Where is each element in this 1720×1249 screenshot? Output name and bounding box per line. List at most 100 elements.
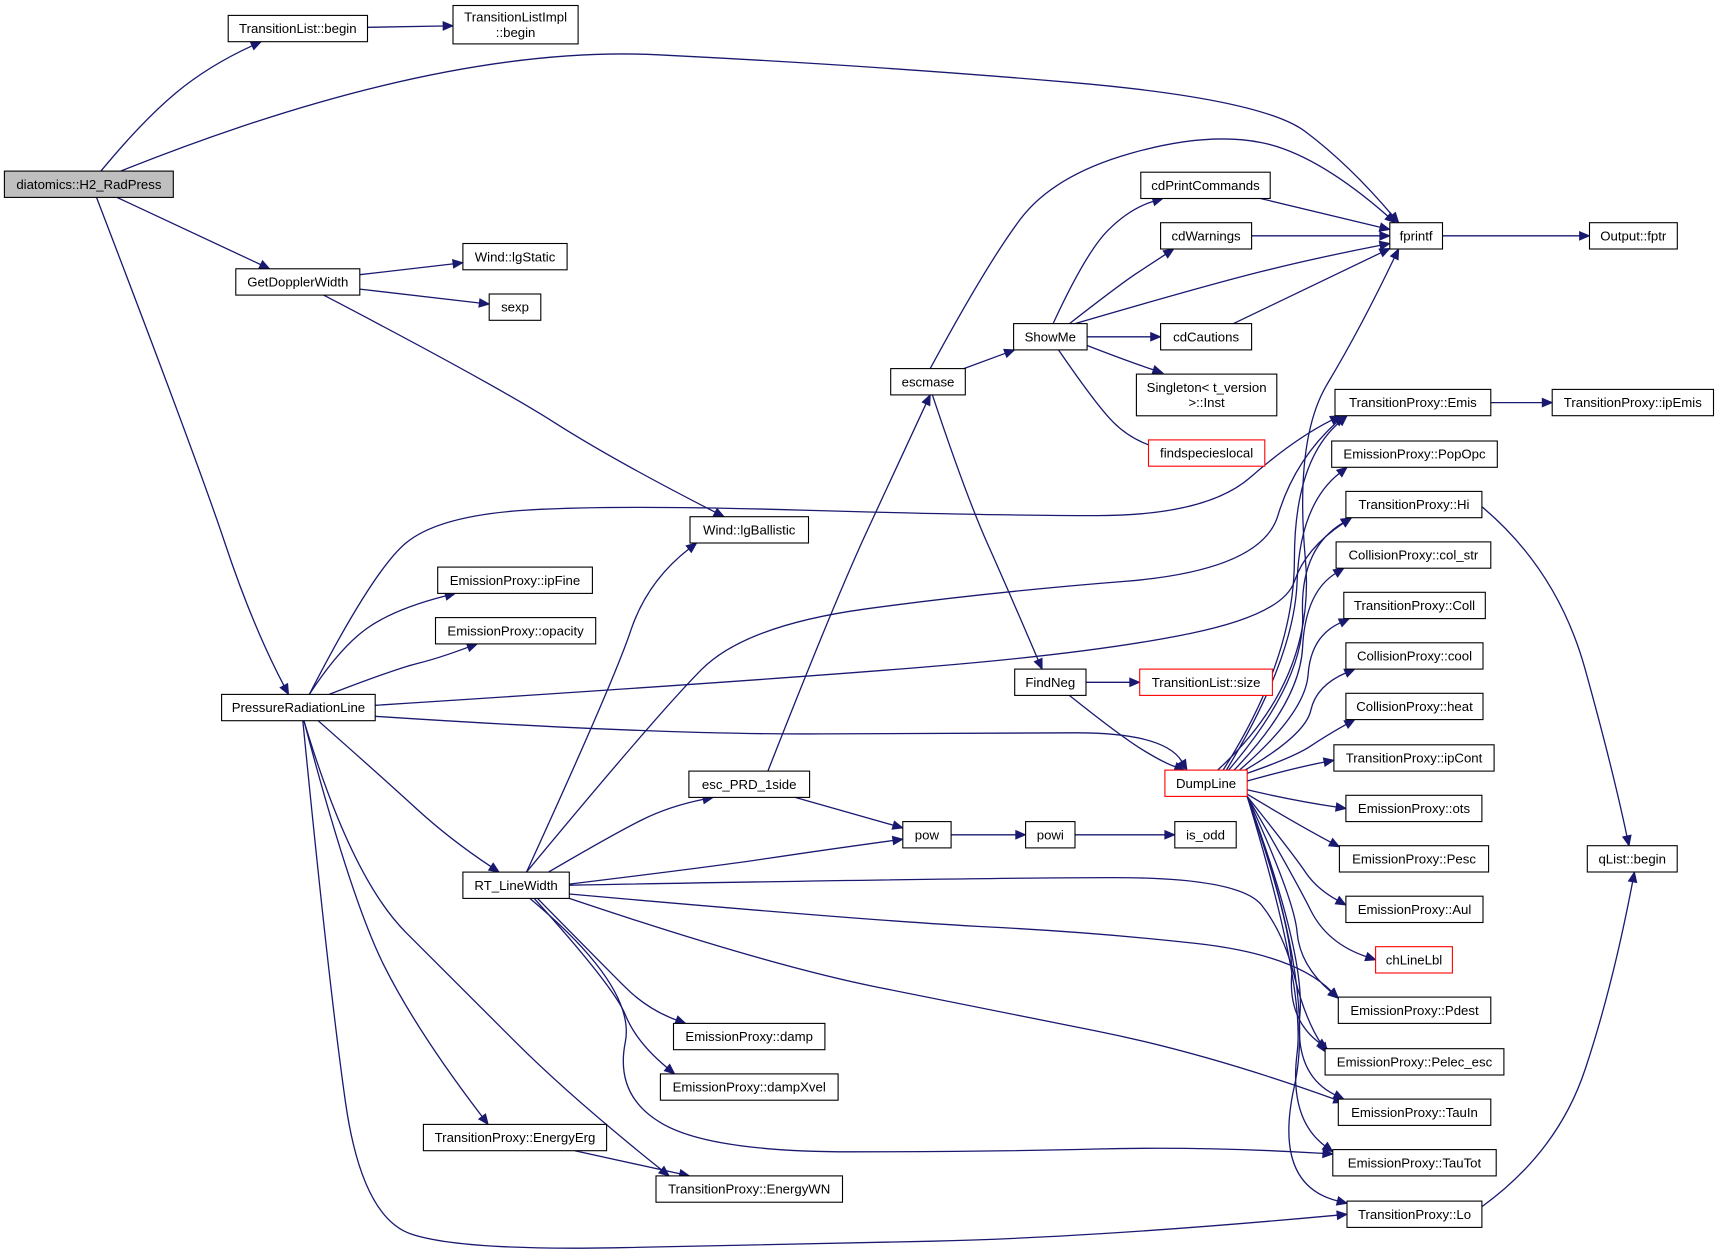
node-cdcaut[interactable]: cdCautions (1160, 323, 1253, 351)
node-damp[interactable]: EmissionProxy::damp (672, 1022, 826, 1051)
node-tlo[interactable]: TransitionProxy::Lo (1346, 1200, 1483, 1228)
node-prl[interactable]: PressureRadiationLine (221, 693, 376, 722)
node-temis[interactable]: TransitionProxy::Emis (1334, 388, 1492, 417)
node-box (1389, 222, 1444, 250)
node-dumpline[interactable]: DumpLine (1164, 769, 1248, 797)
node-label: Singleton< t_version (1147, 380, 1267, 395)
arrowhead-icon (891, 835, 905, 846)
node-lgstatic[interactable]: Wind::lgStatic (462, 242, 568, 271)
node-box (689, 516, 810, 544)
node-lgball[interactable]: Wind::lgBallistic (689, 516, 810, 544)
node-escprd[interactable]: esc_PRD_1side (688, 770, 811, 798)
node-label: RT_LineWidth (474, 878, 557, 893)
node-tauin[interactable]: EmissionProxy::TauIn (1337, 1098, 1492, 1126)
node-label: Wind::lgStatic (475, 249, 556, 264)
node-escmase[interactable]: escmase (890, 368, 966, 396)
edge-line (929, 138, 1389, 369)
node-showme[interactable]: ShowMe (1013, 323, 1088, 351)
edge-line (548, 798, 704, 873)
edge-line (100, 45, 253, 172)
node-box (437, 566, 593, 594)
node-box (227, 14, 369, 43)
node-pesc[interactable]: EmissionProxy::Pesc (1338, 845, 1490, 873)
node-tautot[interactable]: EmissionProxy::TauTot (1332, 1149, 1497, 1177)
node-tcoll[interactable]: TransitionProxy::Coll (1343, 591, 1486, 620)
edge-dumpline-to-ots (1247, 789, 1348, 812)
edge-line (1233, 252, 1382, 325)
node-findneg[interactable]: FindNeg (1014, 668, 1087, 696)
node-sexp[interactable]: sexp (488, 293, 542, 321)
node-chline[interactable]: chLineLbl (1375, 946, 1453, 974)
node-ots[interactable]: EmissionProxy::ots (1345, 794, 1483, 823)
node-label: chLineLbl (1386, 952, 1443, 967)
edge-dumpline-to-fprintf (1217, 247, 1400, 771)
node-tlibegin[interactable]: TransitionListImpl::begin (452, 4, 579, 45)
node-opacity[interactable]: EmissionProxy::opacity (434, 617, 597, 645)
edge-dumpline-to-tlo (1246, 796, 1349, 1206)
node-pdest[interactable]: EmissionProxy::Pdest (1337, 996, 1492, 1024)
node-box (655, 1175, 844, 1203)
arrowhead-icon (712, 507, 726, 518)
node-label: Wind::lgBallistic (703, 522, 796, 537)
node-thi[interactable]: TransitionProxy::Hi (1345, 490, 1483, 519)
node-aul[interactable]: EmissionProxy::Aul (1345, 895, 1484, 924)
node-cdwarn[interactable]: cdWarnings (1160, 222, 1253, 250)
node-fptr[interactable]: Output::fptr (1588, 222, 1678, 250)
node-ipfine[interactable]: EmissionProxy::ipFine (437, 566, 593, 594)
node-box (1160, 323, 1253, 351)
edge-line (359, 288, 480, 304)
arrowhead-icon (477, 1113, 489, 1126)
node-cheat[interactable]: CollisionProxy::heat (1345, 692, 1484, 721)
node-findsp[interactable]: findspecieslocal (1147, 439, 1266, 467)
node-tlsize[interactable]: TransitionList::size (1139, 668, 1273, 696)
edge-rtlw-to-tautot (529, 897, 1335, 1159)
node-fprintf[interactable]: fprintf (1389, 222, 1444, 250)
node-cdprint[interactable]: cdPrintCommands (1140, 171, 1271, 200)
node-popopc[interactable]: EmissionProxy::PopOpc (1331, 440, 1498, 468)
node-isodd[interactable]: is_odd (1174, 821, 1237, 849)
edge-getdop-to-lgball (323, 294, 726, 518)
node-powi[interactable]: powi (1025, 821, 1076, 849)
node-box (1331, 440, 1498, 468)
edge-dumpline-to-temis (1222, 414, 1348, 771)
node-label: CollisionProxy::heat (1356, 699, 1473, 714)
node-colstr[interactable]: CollisionProxy::col_str (1335, 541, 1492, 569)
node-label: cdWarnings (1172, 228, 1242, 243)
arrowhead-icon (1378, 247, 1391, 258)
node-getdop[interactable]: GetDopplerWidth (235, 268, 361, 296)
edge-temis-to-ipemis (1490, 397, 1554, 408)
node-box (1345, 642, 1484, 670)
node-tewn[interactable]: TransitionProxy::EnergyWN (655, 1175, 844, 1203)
node-tlbegin[interactable]: TransitionList::begin (227, 14, 369, 43)
edge-thi-to-qlist (1481, 506, 1632, 847)
edge-pow-to-powi (951, 829, 1027, 840)
node-pow[interactable]: pow (902, 821, 952, 849)
node-ipcont[interactable]: TransitionProxy::ipCont (1333, 744, 1495, 772)
node-layer: diatomics::H2_RadPress TransitionList::be… (3, 4, 1715, 1228)
node-dampx[interactable]: EmissionProxy::dampXvel (659, 1073, 839, 1101)
node-ccool[interactable]: CollisionProxy::cool (1345, 642, 1484, 670)
node-label: TransitionProxy::ipEmis (1564, 395, 1702, 410)
node-box (1337, 996, 1492, 1024)
node-box (462, 871, 570, 899)
node-label: ::begin (496, 25, 536, 40)
edge-rtlw-to-lgball (525, 542, 698, 873)
arrowhead-icon (442, 21, 455, 31)
edge-prl-to-dumpline (375, 715, 1188, 772)
node-box (688, 770, 811, 798)
edge-line (375, 715, 1183, 762)
edge-line (120, 53, 1393, 216)
arrowhead-icon (1379, 230, 1392, 241)
edge-showme-to-fprintf (1074, 240, 1392, 325)
node-h2[interactable]: diatomics::H2_RadPress (3, 170, 174, 198)
arrowhead-icon (478, 298, 491, 308)
arrowhead-icon (452, 259, 465, 269)
edge-rtlw-to-damp (537, 897, 687, 1025)
node-ipemis[interactable]: TransitionProxy::ipEmis (1551, 388, 1715, 417)
node-teerg[interactable]: TransitionProxy::EnergyErg (422, 1123, 608, 1152)
node-singleton[interactable]: Singleton< t_version>::Inst (1135, 373, 1278, 417)
edge-h2-to-prl (95, 197, 290, 696)
node-qlist[interactable]: qList::begin (1586, 845, 1678, 873)
node-rtlw[interactable]: RT_LineWidth (462, 871, 570, 899)
node-pelec[interactable]: EmissionProxy::Pelec_esc (1324, 1048, 1505, 1076)
